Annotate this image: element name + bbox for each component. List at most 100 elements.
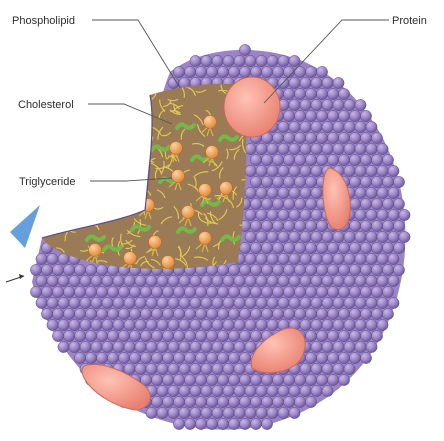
phospholipid-head (289, 253, 300, 264)
phospholipid-head (305, 330, 316, 341)
phospholipid-head (267, 319, 278, 330)
lipid-tail (77, 89, 91, 95)
phospholipid-head (157, 297, 168, 308)
phospholipid-head (316, 88, 327, 99)
lipid-tail (118, 126, 125, 132)
phospholipid-head (333, 275, 344, 286)
phospholipid-head (388, 187, 399, 198)
phospholipid-head (52, 264, 63, 275)
phospholipid-head (283, 132, 294, 143)
phospholipid-head (355, 209, 366, 220)
phospholipid-head (371, 242, 382, 253)
phospholipid-head (256, 275, 267, 286)
phospholipid-head (366, 187, 377, 198)
phospholipid-head (377, 253, 388, 264)
phospholipid-head (173, 374, 184, 385)
phospholipid-head (344, 121, 355, 132)
cholesterol-molecule (152, 146, 169, 150)
phospholipid-head (393, 264, 404, 275)
phospholipid-head (305, 110, 316, 121)
phospholipid-head (113, 275, 124, 286)
lipid-tail (89, 196, 101, 200)
phospholipid-head (322, 253, 333, 264)
phospholipid-head (267, 407, 278, 418)
phospholipid-head (190, 55, 201, 66)
lipid-tail (129, 205, 131, 215)
phospholipid-head (239, 286, 250, 297)
lipid-tail (82, 177, 91, 181)
phospholipid-head (322, 143, 333, 154)
phospholipid-head (256, 231, 267, 242)
phospholipid-head (250, 330, 261, 341)
cholesterol-molecule (202, 201, 219, 205)
phospholipid-head (355, 165, 366, 176)
phospholipid-head (300, 231, 311, 242)
phospholipid-head (278, 275, 289, 286)
phospholipid-head (30, 286, 41, 297)
phospholipid-head (245, 55, 256, 66)
phospholipid-head (300, 319, 311, 330)
phospholipid-head (355, 341, 366, 352)
phospholipid-head (250, 198, 261, 209)
phospholipid-head (289, 209, 300, 220)
phospholipid-head (245, 187, 256, 198)
phospholipid-head (300, 99, 311, 110)
phospholipid-head (63, 264, 74, 275)
phospholipid-head (327, 286, 338, 297)
phospholipid-head (239, 374, 250, 385)
phospholipid-head (85, 308, 96, 319)
phospholipid-head (91, 297, 102, 308)
lipid-tail (69, 116, 72, 128)
phospholipid-head (168, 319, 179, 330)
phospholipid-head (36, 297, 47, 308)
phospholipid-head (311, 275, 322, 286)
label-cholesterol: Cholesterol (18, 99, 74, 111)
phospholipid-head (349, 330, 360, 341)
lipid-tail (130, 97, 142, 106)
phospholipid-head (245, 253, 256, 264)
phospholipid-head (267, 143, 278, 154)
phospholipid-head (311, 319, 322, 330)
phospholipid-head (162, 330, 173, 341)
lipid-tail (98, 82, 100, 94)
phospholipid-head (261, 220, 272, 231)
phospholipid-head (228, 286, 239, 297)
phospholipid-head (305, 88, 316, 99)
phospholipid-head (261, 264, 272, 275)
phospholipid-head (283, 220, 294, 231)
phospholipid-head (333, 319, 344, 330)
phospholipid-head (129, 352, 140, 363)
phospholipid-head (173, 286, 184, 297)
phospholipid-head (179, 363, 190, 374)
phospholipid-head (371, 198, 382, 209)
phospholipid-head (96, 330, 107, 341)
lipid-tail (116, 131, 118, 141)
phospholipid-head (300, 77, 311, 88)
phospholipid-head (245, 209, 256, 220)
phospholipid-head (256, 143, 267, 154)
phospholipid-head (294, 374, 305, 385)
phospholipid-head (201, 297, 212, 308)
phospholipid-head (129, 308, 140, 319)
phospholipid-head (162, 352, 173, 363)
lipid-tail (67, 212, 73, 219)
lipid-tail (78, 183, 82, 191)
phospholipid-head (245, 231, 256, 242)
phospholipid-head (300, 297, 311, 308)
lipid-tail (123, 177, 128, 186)
phospholipid-head (322, 385, 333, 396)
phospholipid-head (102, 341, 113, 352)
phospholipid-head (300, 187, 311, 198)
phospholipid-head (223, 275, 234, 286)
cholesterol-molecule (222, 236, 239, 240)
phospholipid-head (283, 374, 294, 385)
phospholipid-head (289, 231, 300, 242)
phospholipid-head (206, 396, 217, 407)
phospholipid-head (217, 66, 228, 77)
lipid-tail (116, 130, 124, 135)
phospholipid-head (168, 407, 179, 418)
phospholipid-head (311, 143, 322, 154)
left-arrow-head (19, 274, 24, 279)
lipid-tail (75, 92, 83, 97)
phospholipid-head (305, 198, 316, 209)
